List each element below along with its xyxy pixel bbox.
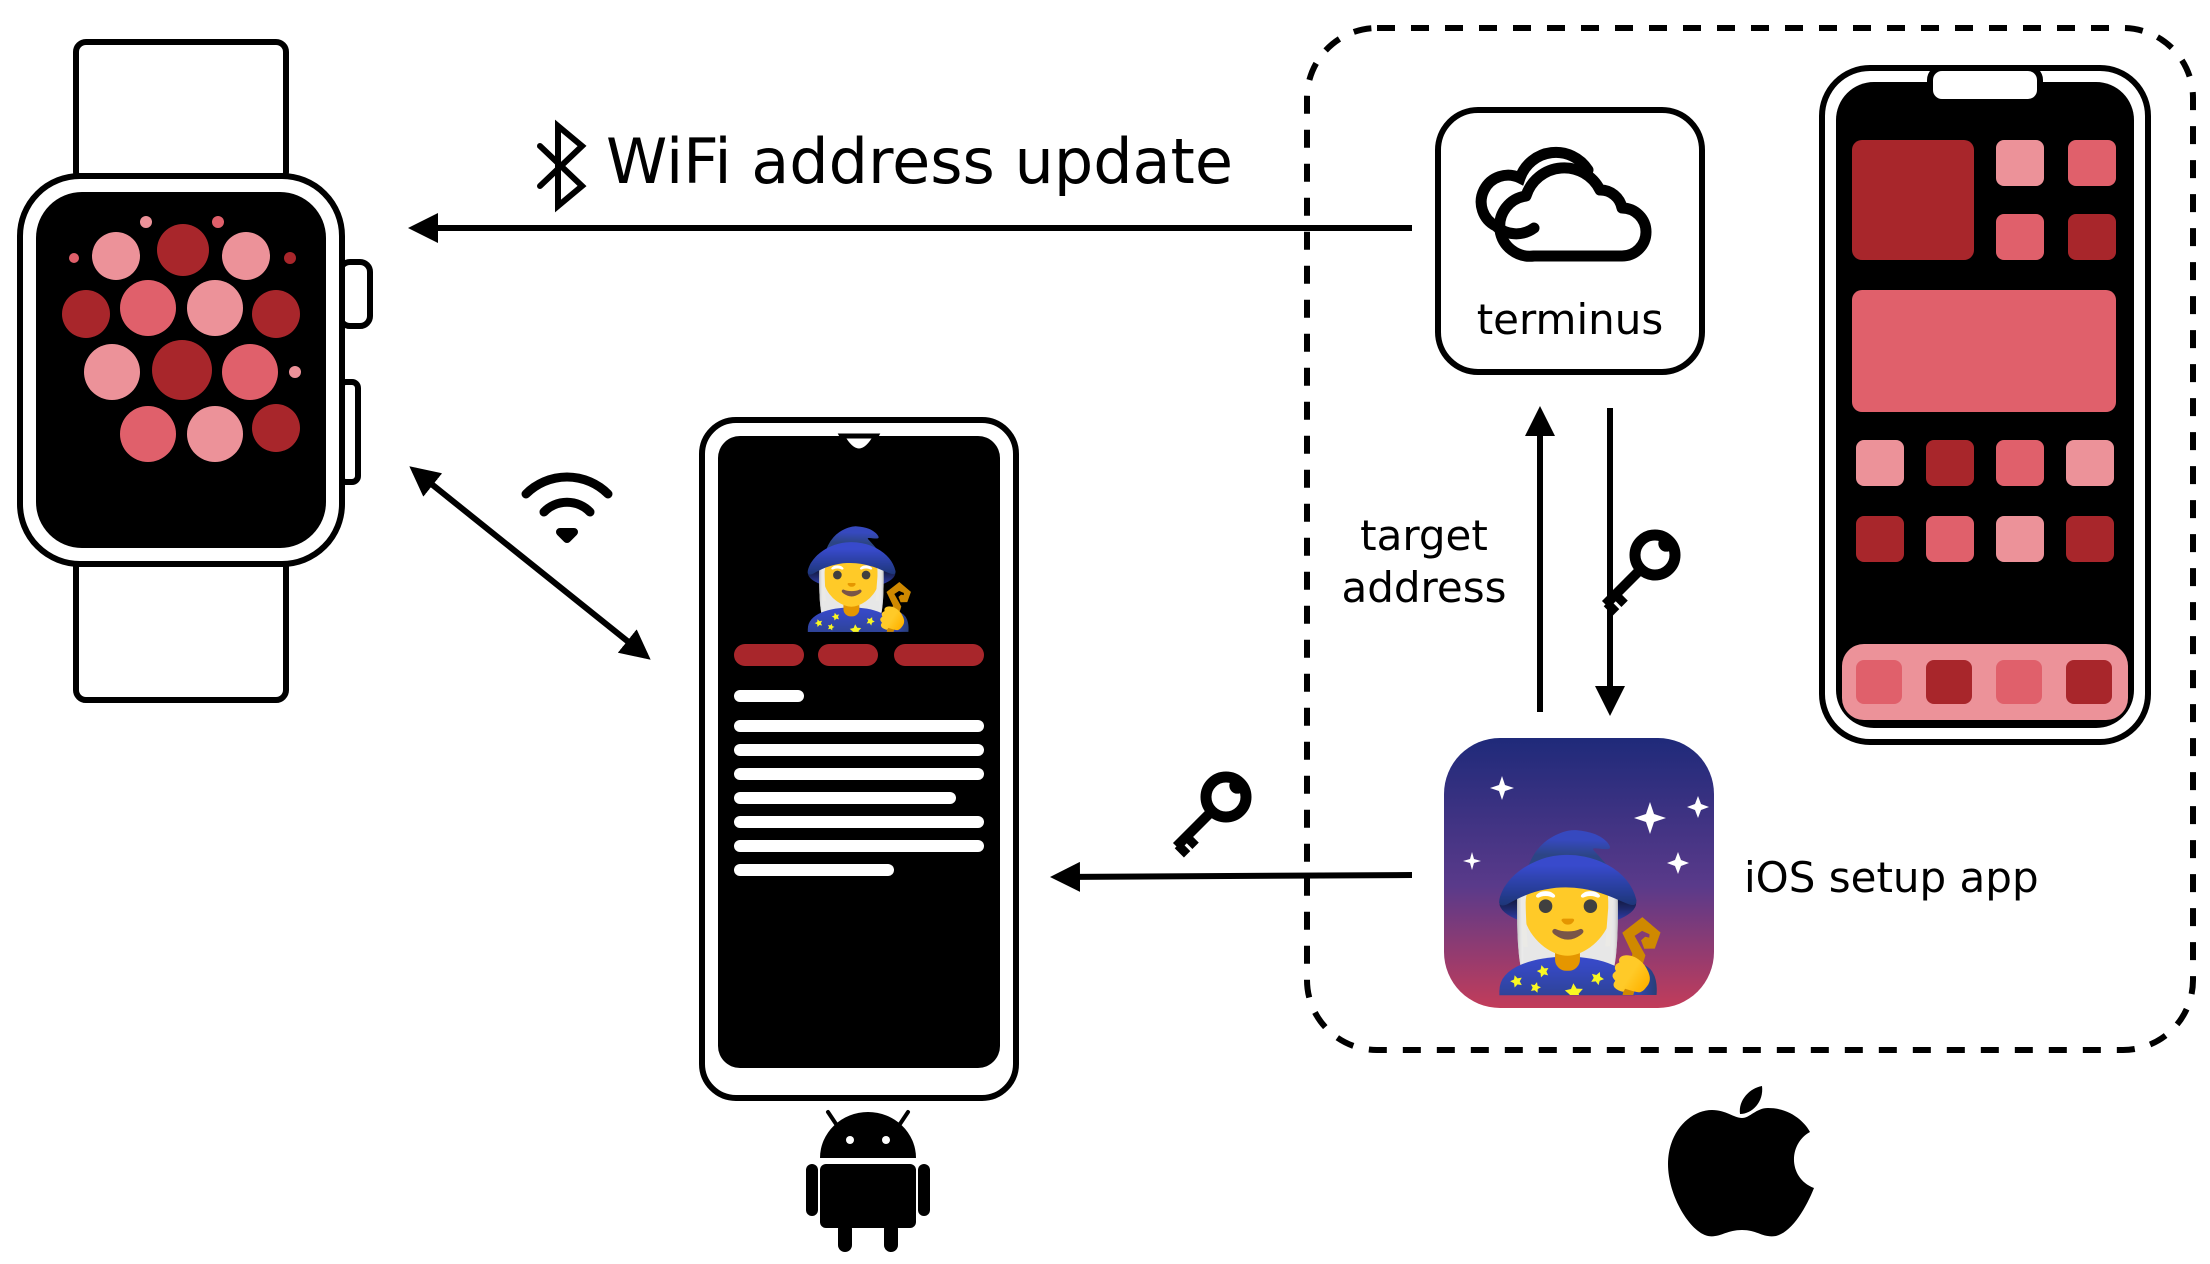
- bubble: [92, 232, 140, 280]
- bubble: [289, 366, 301, 378]
- app-android-key-link: [1050, 771, 1413, 892]
- bubble: [120, 280, 176, 336]
- app-tile: [1856, 516, 1904, 562]
- android-app-text-lines: [734, 690, 984, 876]
- bluetooth-icon: [537, 119, 587, 213]
- smartwatch: [17, 39, 373, 703]
- bubble: [222, 232, 270, 280]
- wizard-app-icon: [1444, 738, 1714, 1008]
- key-to-android-arrow: [1050, 861, 1413, 892]
- apple-logo-icon: [1668, 1086, 1814, 1237]
- iphone: [1819, 65, 2151, 745]
- bubble: [284, 252, 296, 264]
- watch-band-top: [73, 39, 289, 185]
- target-address-label-line2: address: [1341, 563, 1506, 612]
- app-tile: [2066, 440, 2114, 486]
- app-tile: [2066, 516, 2114, 562]
- bubble: [252, 404, 300, 452]
- app-tile: [2068, 140, 2116, 186]
- bubble: [140, 216, 152, 228]
- text-line: [734, 840, 984, 852]
- wizard-app-emoji: 🧙‍♀️: [1486, 826, 1673, 1000]
- terminus-label: terminus: [1477, 295, 1664, 344]
- ios-setup-app: 🧙‍♀️ iOS setup app: [1444, 738, 2039, 1008]
- app-tile: [1926, 440, 1974, 486]
- dock-app: [1996, 660, 2042, 704]
- star: [1463, 852, 1481, 870]
- star: [1634, 802, 1666, 834]
- watch-band-bottom: [73, 552, 289, 703]
- star: [1687, 796, 1709, 818]
- android-phone: 🧙‍♀️: [699, 417, 1019, 1101]
- bubble: [62, 290, 110, 338]
- app-tile: [1856, 440, 1904, 486]
- bubble: [252, 290, 300, 338]
- key-icon: [1601, 529, 1681, 616]
- android-app-tabs: [734, 644, 984, 666]
- text-line: [734, 816, 984, 828]
- text-line: [734, 768, 984, 780]
- star: [1490, 776, 1514, 800]
- iphone-dock: [1842, 644, 2128, 720]
- ios-region-boundary: [1304, 25, 2196, 1053]
- app-tile: [1926, 516, 1974, 562]
- app-tile: [1996, 214, 2044, 260]
- text-line: [734, 792, 956, 804]
- watch-android-link: [409, 466, 651, 660]
- target-address-label-line1: target: [1360, 511, 1488, 560]
- bidirectional-wifi-arrow: [409, 466, 651, 660]
- tab-pill: [894, 644, 984, 666]
- text-line: [734, 720, 984, 732]
- cloud-icon-back: [1475, 146, 1594, 240]
- android-logo-icon: [806, 1110, 930, 1252]
- iphone-notch: [1927, 65, 2043, 105]
- dock-app: [1926, 660, 1972, 704]
- bubble: [222, 344, 278, 400]
- bubble: [152, 340, 212, 400]
- key-icon: [1172, 771, 1252, 858]
- star: [1667, 852, 1689, 874]
- widget-wide: [1852, 290, 2116, 412]
- app-stars: [1463, 776, 1709, 874]
- wifi-update-label: WiFi address update: [606, 125, 1233, 198]
- bubble: [212, 216, 224, 228]
- bubble: [157, 224, 209, 276]
- iphone-home-widgets: [1852, 140, 2116, 562]
- text-line: [734, 864, 894, 876]
- terminus-app-arrows: target address: [1341, 406, 1681, 716]
- bubble: [120, 406, 176, 462]
- dock-background: [1842, 644, 2128, 720]
- bubble: [187, 280, 243, 336]
- dock-app: [2066, 660, 2112, 704]
- wifi-update-arrow-group: WiFi address update: [408, 119, 1412, 243]
- text-line: [734, 744, 984, 756]
- widget-large: [1852, 140, 1974, 260]
- bubble: [69, 253, 79, 263]
- tab-pill: [734, 644, 804, 666]
- bubble: [84, 344, 140, 400]
- dock-app: [1856, 660, 1902, 704]
- ios-setup-app-label: iOS setup app: [1744, 853, 2039, 902]
- app-tile: [1996, 140, 2044, 186]
- watch-app-bubbles: [62, 216, 301, 462]
- app-tile: [2068, 214, 2116, 260]
- wizard-emoji-icon: 🧙‍♀️: [799, 523, 919, 635]
- android-notch: [837, 433, 881, 454]
- wifi-icon: [521, 472, 613, 543]
- terminus-box: terminus: [1435, 107, 1705, 375]
- app-tile: [1996, 440, 2044, 486]
- text-line: [734, 690, 804, 702]
- bubble: [187, 406, 243, 462]
- app-tile: [1996, 516, 2044, 562]
- tab-pill: [818, 644, 878, 666]
